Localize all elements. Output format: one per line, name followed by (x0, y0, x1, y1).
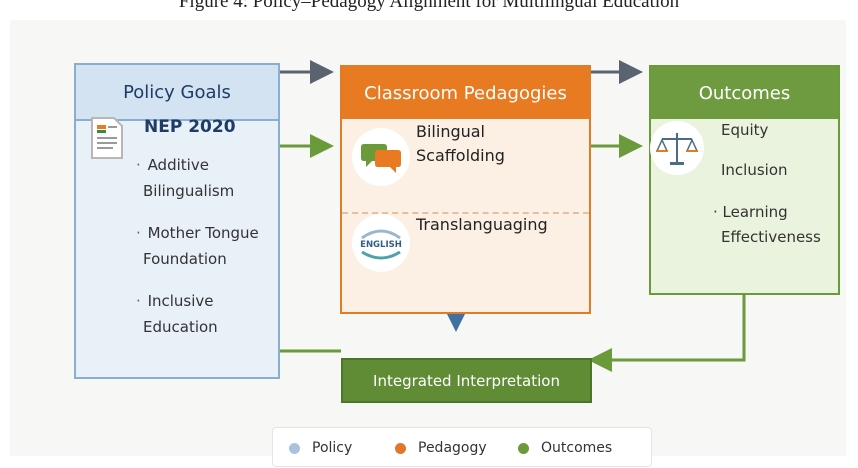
balance-scale-icon (650, 121, 704, 175)
figure-caption: Figure 4: Policy–Pedagogy Alignment for … (178, 0, 680, 12)
speech-bubbles-icon (352, 128, 410, 186)
policy-goals-title: Policy Goals (76, 65, 278, 121)
pedagogy-dot-icon (395, 442, 406, 454)
outcomes-title: Outcomes (651, 67, 838, 119)
policy-goals-box: Policy Goals (74, 63, 280, 379)
outcome-learning: · Learning (713, 203, 788, 221)
outcomes-dot-icon (518, 442, 529, 454)
bilingual-scaffolding-label: Bilingual Scaffolding (416, 122, 505, 165)
arrow-outcomes-to-integrated (588, 275, 746, 372)
policy-item-mother-tongue: · Mother Tongue Foundation (136, 224, 259, 268)
outcomes-box: Outcomes (649, 65, 840, 295)
translanguaging-label: Translanguaging (416, 215, 548, 234)
integrated-interpretation-box: Integrated Interpretation (341, 358, 592, 403)
nep-2020-label: NEP 2020 (144, 117, 236, 137)
outcome-inclusion: Inclusion (721, 161, 788, 179)
classroom-pedagogies-box: Classroom Pedagogies (340, 65, 591, 314)
policy-dot-icon (289, 442, 300, 454)
legend-item-outcomes: Outcomes (518, 428, 612, 468)
pedagogy-divider (342, 212, 589, 214)
diagram-canvas: Policy Goals NEP 2020 · Additive Bilingu… (10, 20, 846, 467)
outcome-effectiveness: Effectiveness (721, 228, 821, 246)
outcome-equity: Equity (721, 121, 769, 139)
document-icon (91, 117, 123, 159)
svg-text:ENGLISH: ENGLISH (360, 240, 402, 250)
english-badge-icon: ENGLISH (352, 214, 410, 272)
legend-item-pedagogy: Pedagogy (395, 428, 487, 468)
classroom-pedagogies-title: Classroom Pedagogies (342, 67, 589, 119)
legend-item-policy: Policy (289, 428, 352, 468)
legend: Policy Pedagogy Outcomes (272, 427, 652, 467)
policy-item-additive: · Additive Bilingualism (136, 156, 235, 200)
policy-item-inclusive: · Inclusive Education (136, 292, 218, 336)
